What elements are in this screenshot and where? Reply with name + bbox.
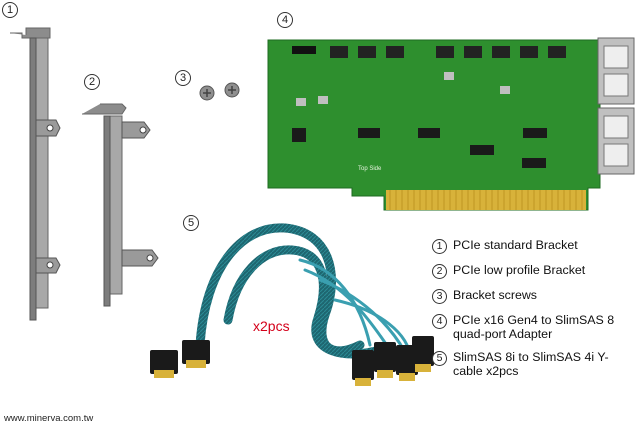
legend-item: 3 Bracket screws xyxy=(432,288,637,304)
legend-item: 5 SlimSAS 8i to SlimSAS 4i Y-cable x2pcs xyxy=(432,350,637,378)
adapter-board xyxy=(267,37,635,211)
legend-number: 4 xyxy=(432,314,447,329)
low-profile-bracket xyxy=(82,103,159,307)
callout-4: 4 xyxy=(277,12,293,28)
legend-text: PCIe standard Bracket xyxy=(453,238,578,252)
legend-item: 4 PCIe x16 Gen4 to SlimSAS 8 quad-port A… xyxy=(432,313,637,341)
legend-item: 1 PCIe standard Bracket xyxy=(432,238,637,254)
callout-2: 2 xyxy=(84,74,100,90)
legend-number: 2 xyxy=(432,264,447,279)
legend-text: Bracket screws xyxy=(453,288,537,302)
legend: 1 PCIe standard Bracket 2 PCIe low profi… xyxy=(432,238,637,378)
screws xyxy=(199,82,240,101)
legend-text: PCIe low profile Bracket xyxy=(453,263,586,277)
website-url: www.minerva.com.tw xyxy=(4,413,94,424)
callout-1: 1 xyxy=(2,2,18,18)
legend-number: 5 xyxy=(432,351,447,366)
legend-number: 1 xyxy=(432,239,447,254)
quantity-label: x2pcs xyxy=(253,318,290,334)
legend-text: SlimSAS 8i to SlimSAS 4i Y-cable x2pcs xyxy=(453,350,609,378)
board-silkscreen: Top Side xyxy=(358,166,382,172)
callout-3: 3 xyxy=(175,70,191,86)
cable-connectors xyxy=(150,336,434,386)
legend-item: 2 PCIe low profile Bracket xyxy=(432,263,637,279)
standard-bracket xyxy=(10,27,61,321)
y-cable xyxy=(195,223,412,360)
legend-text: PCIe x16 Gen4 to SlimSAS 8 quad-port Ada… xyxy=(453,313,615,341)
callout-5: 5 xyxy=(183,215,199,231)
legend-number: 3 xyxy=(432,289,447,304)
